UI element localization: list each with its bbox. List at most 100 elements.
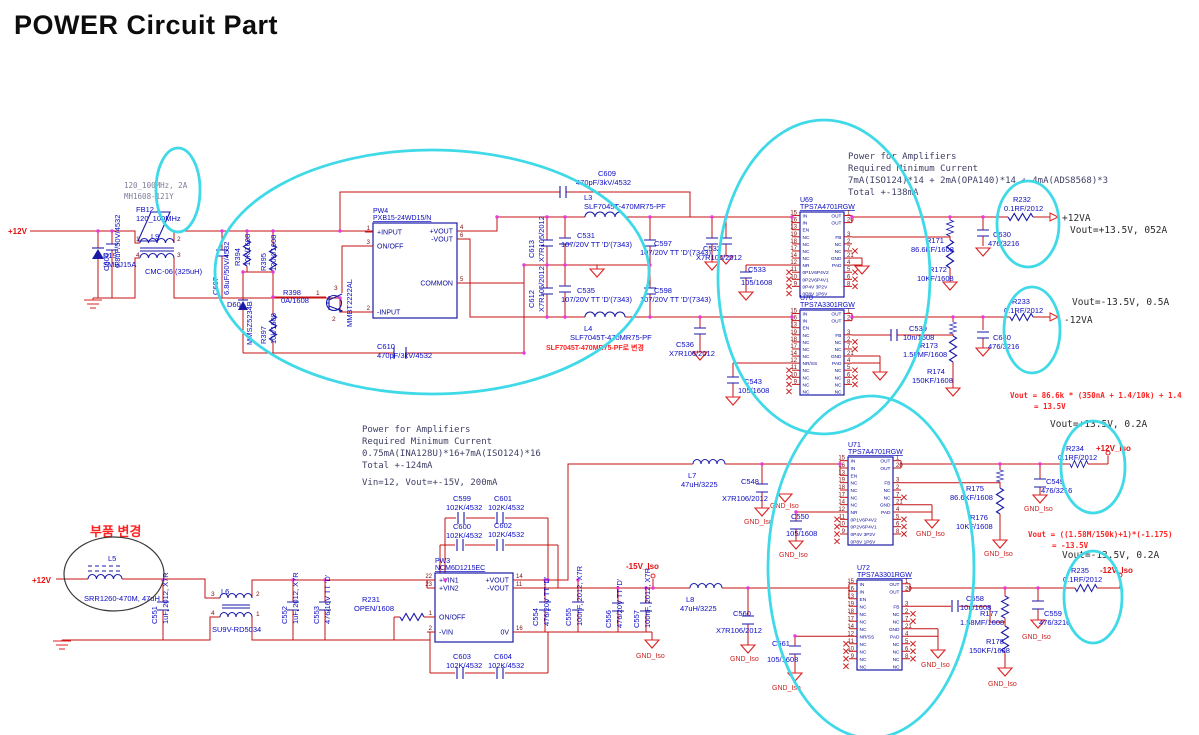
schematic-label: OUT: [831, 214, 841, 220]
schematic-label: D19: [103, 251, 117, 260]
schematic-label: 14: [790, 351, 797, 357]
schematic-label: Vout = 86.6k * (350nA + 1.4/10k) + 1.4: [1010, 391, 1182, 400]
schematic-label: 10: [790, 274, 797, 280]
inductor-l3: [584, 211, 626, 218]
schematic-label: IN: [851, 466, 856, 472]
schematic-label: R234: [1066, 444, 1084, 453]
schematic-label: X7R106/2012: [722, 494, 768, 503]
schematic-label: NC: [803, 354, 810, 360]
schematic-label: C536: [676, 340, 694, 349]
schematic-label: 107/20V TT 'D'(7343): [561, 295, 632, 304]
schematic-label: NC: [851, 481, 858, 487]
labels-layer: 120_100MHz, 2AMH1608-121YFB12120_100MHz+…: [8, 152, 1182, 692]
capacitor-plates: [106, 186, 1046, 679]
schematic-label: C630: [993, 230, 1011, 239]
schematic-label: NC: [835, 389, 842, 395]
schematic-label: 4: [136, 252, 140, 259]
inductor-l9: [139, 237, 175, 259]
schematic-label: X7R105/2012: [537, 216, 546, 262]
schematic-label: C556: [604, 610, 613, 628]
schematic-label: 10n/1608: [960, 603, 991, 612]
change-highlight-ellipse: [63, 536, 165, 612]
schematic-label: 18: [847, 609, 854, 615]
schematic-label: 47uH/3225: [680, 604, 717, 613]
schematic-label: Power for Amplifiers: [848, 152, 956, 162]
schematic-label: R176: [970, 513, 988, 522]
schematic-label: FB: [835, 333, 841, 339]
schematic-label: 8: [847, 379, 851, 385]
schematic-label: 102K/4532: [446, 531, 482, 540]
schematic-label: 47uH/3225: [681, 480, 718, 489]
schematic-label: R394: [233, 248, 242, 266]
schematic-label: 6: [460, 233, 464, 239]
schematic-label: 20: [847, 316, 854, 322]
schematic-label: NC: [851, 503, 858, 509]
schematic-label: NC: [835, 242, 842, 248]
page-title: POWER Circuit Part: [14, 10, 279, 40]
schematic-label: NC: [803, 340, 810, 346]
schematic-label: R233: [1012, 297, 1030, 306]
schematic-label: 3: [367, 240, 371, 246]
schematic-label: R395: [259, 253, 268, 271]
schematic-label: 0P2V6P4V1: [851, 525, 877, 531]
schematic-label: 102K/4532: [488, 530, 524, 539]
schematic-label: R177: [980, 609, 998, 618]
schematic-label: R231: [362, 595, 380, 604]
highlight-ellipse: [716, 118, 932, 436]
schematic-label: 0.1RF/2012: [1063, 575, 1102, 584]
schematic-label: IN: [851, 459, 856, 465]
schematic-label: C549: [1046, 477, 1064, 486]
schematic-label: C602: [494, 521, 512, 530]
schematic-label: GND_Iso: [770, 503, 799, 510]
schematic-label: 102K/4532: [446, 503, 482, 512]
schematic-label: NC: [803, 375, 810, 381]
schematic-label: GND_Iso: [988, 681, 1017, 688]
schematic-label: 476/3216: [988, 239, 1019, 248]
schematic-label: 2: [847, 337, 851, 343]
net-arrow: [1049, 312, 1060, 322]
schematic-label: OUT: [889, 589, 899, 595]
schematic-label: C548: [741, 477, 759, 486]
schematic-label: C603: [453, 652, 471, 661]
schematic-label: 5: [905, 639, 909, 645]
schematic-label: 14: [790, 253, 797, 259]
schematic-label: PAD: [832, 361, 842, 367]
module-pw4: PW4PXB15-24WD15/N1+INPUT3ON/OFF2-INPUT4+…: [365, 208, 465, 319]
schematic-label: C598: [654, 286, 672, 295]
schematic-label: C561: [772, 639, 790, 648]
schematic-label: FB12: [136, 205, 154, 214]
schematic-label: C551: [150, 606, 159, 624]
schematic-label: L4: [584, 324, 592, 333]
schematic-label: FB: [893, 604, 899, 610]
schematic-label: C609: [598, 169, 616, 178]
schematic-label: NC: [860, 642, 867, 648]
schematic-label: 3: [211, 591, 215, 598]
schematic-label: SMBJ15A: [103, 260, 136, 269]
schematic-label: NC: [835, 382, 842, 388]
schematic-label: PW4: [373, 208, 388, 215]
schematic-label: R235: [1071, 566, 1089, 575]
schematic-label: 18: [790, 337, 797, 343]
schematic-label: Vout=+13.5V, 0.2A: [1050, 419, 1148, 430]
schematic-label: L5: [108, 554, 116, 563]
schematic-label: IN: [860, 589, 865, 595]
schematic-label: C597: [654, 239, 672, 248]
highlight-ellipse: [154, 146, 202, 234]
schematic-label: 10k/1608: [269, 313, 278, 344]
schematic-label: GND_Iso: [1024, 506, 1053, 513]
schematic-label: NC: [884, 488, 891, 494]
schematic-label: 102K/4532: [488, 661, 524, 670]
schematic-label: NC: [803, 242, 810, 248]
schematic-label: NC: [803, 389, 810, 395]
schematic-label: NC: [860, 627, 867, 633]
schematic-label: 3: [177, 252, 181, 259]
schematic-label: 4: [896, 507, 900, 513]
modules-layer: PW4PXB15-24WD15/N1+INPUT3ON/OFF2-INPUT4+…: [365, 208, 523, 643]
schematic-label: SU9V-RD5034: [212, 625, 261, 634]
schematic-label: 21: [896, 500, 903, 506]
schematic-label: 19: [790, 232, 797, 238]
schematic-label: NC: [860, 649, 867, 655]
schematic-label: OUT: [831, 312, 841, 318]
